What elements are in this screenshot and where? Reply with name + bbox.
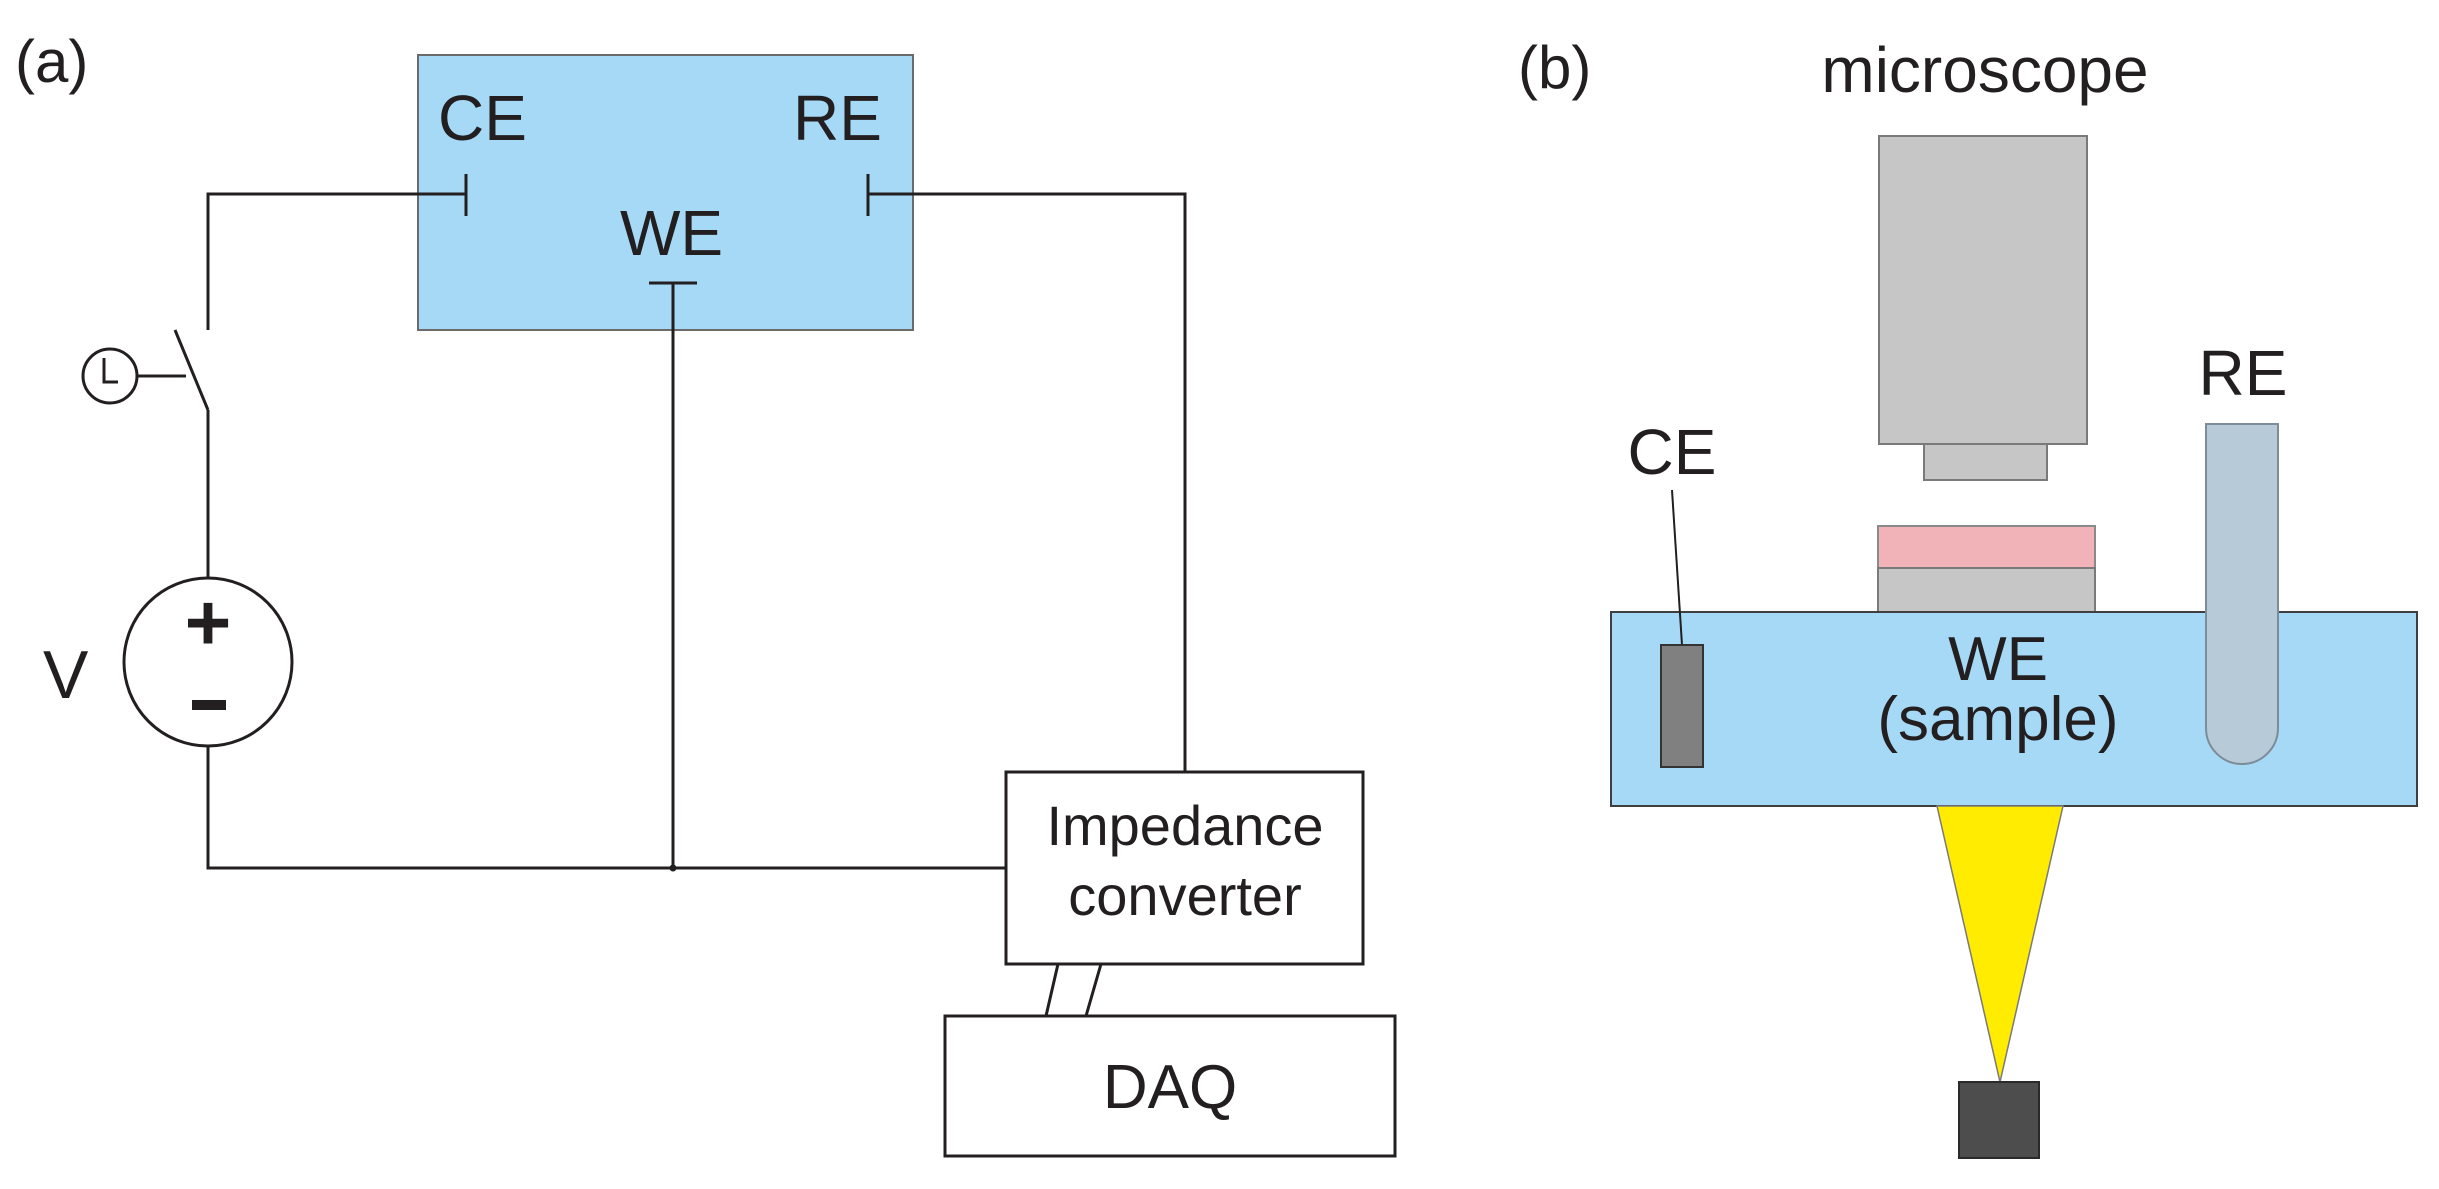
- reference-electrode-tube: [2205, 423, 2279, 765]
- electrolyte-bath: [1610, 611, 2418, 807]
- timer-clock-icon: [81, 347, 139, 405]
- re-label: RE: [2199, 337, 2288, 409]
- ce-wire: [206, 192, 466, 330]
- panel-b-tag: (b): [1518, 34, 1591, 101]
- light-beam: [1936, 805, 2064, 1083]
- re-wire: [868, 192, 1187, 772]
- plus-sign: +: [185, 578, 232, 667]
- switch-blade: [173, 329, 210, 411]
- microscope-body: [1878, 135, 2088, 445]
- ce-terminal-label: CE: [438, 82, 527, 154]
- impedance-converter-box: [1004, 770, 1365, 966]
- daq-box: [943, 1014, 1397, 1158]
- timer-clock-hands: [102, 358, 118, 384]
- panel-a: (a) CE RE WE V + - Impedance conver: [0, 0, 1397, 1158]
- daq-label: DAQ: [1103, 1053, 1237, 1122]
- microscope-objective: [1923, 443, 2048, 481]
- microscope-label: microscope: [1821, 34, 2148, 106]
- panel-b: (b) microscope WE (sample) CE RE: [1518, 34, 2418, 1159]
- converter-label-line1: Impedance: [1046, 794, 1323, 857]
- junction-dot: [669, 864, 677, 872]
- converter-label-line2: converter: [1068, 864, 1301, 927]
- daq-cable-right: [1084, 963, 1103, 1017]
- panel-a-tag: (a): [15, 28, 88, 95]
- we-sample-label-line2: (sample): [1877, 685, 2118, 754]
- daq-cable-left: [1044, 963, 1060, 1017]
- sample-gray-layer: [1877, 567, 2096, 613]
- voltage-source-label: V: [43, 637, 89, 713]
- ce-label: CE: [1628, 416, 1717, 488]
- minus-sign-bar: [192, 700, 226, 710]
- counter-electrode: [1660, 644, 1704, 768]
- return-wire: [206, 746, 1006, 870]
- we-terminal-label: WE: [620, 197, 723, 269]
- detector: [1958, 1081, 2040, 1159]
- we-sample-label-line1: WE: [1948, 625, 2048, 694]
- ce-leader-line: [1671, 489, 1683, 646]
- minus-sign: -: [0, 0, 1, 1]
- re-terminal-label: RE: [793, 82, 882, 154]
- sample-pink-layer: [1877, 525, 2096, 569]
